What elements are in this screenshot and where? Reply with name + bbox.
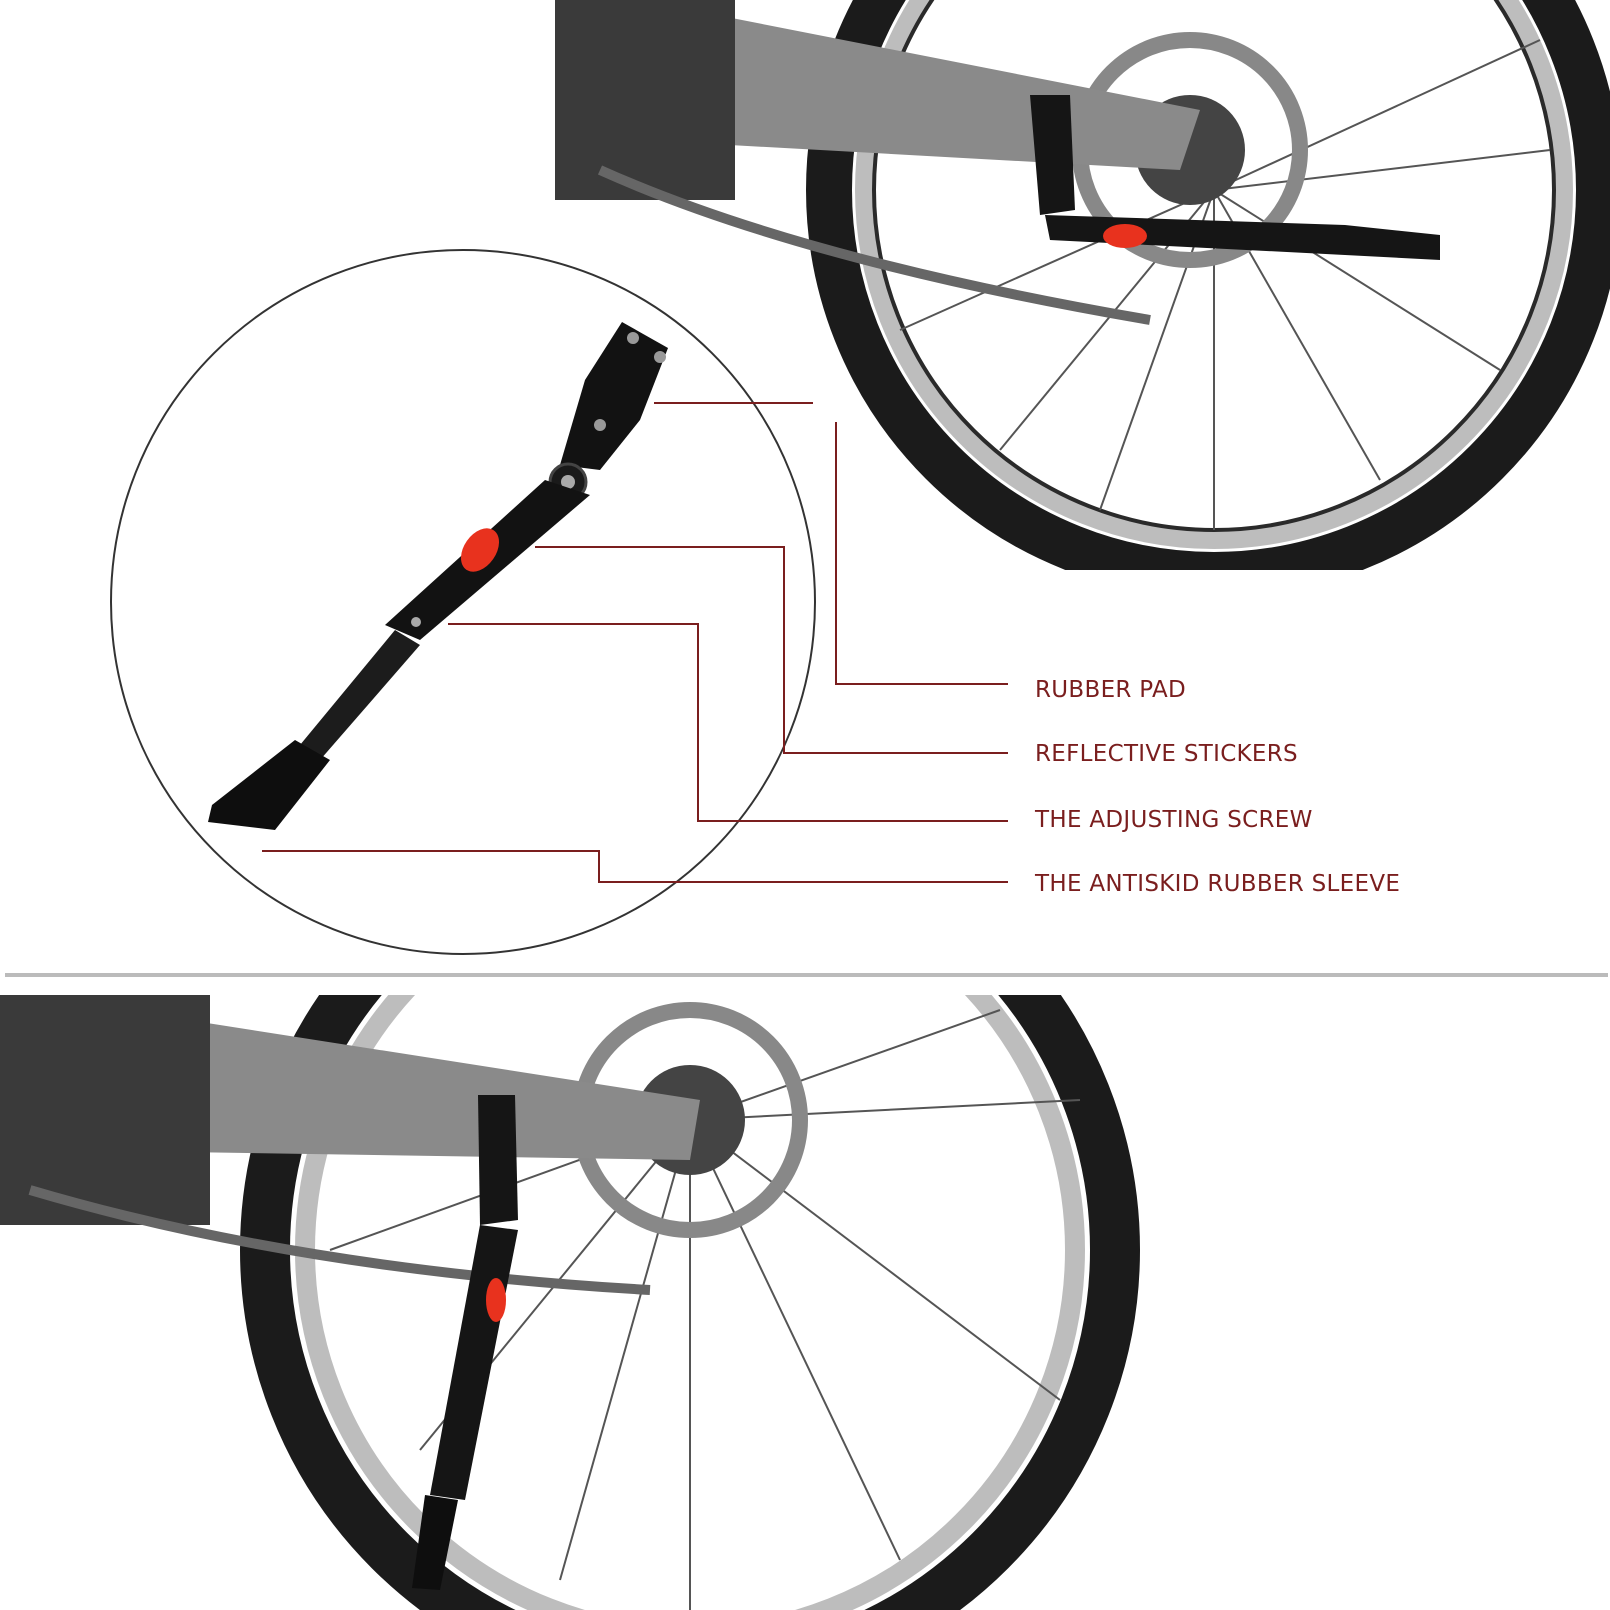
callout-lines [262, 402, 1008, 883]
bike-photo-bottom [0, 995, 1170, 1610]
callout-rubber-pad: RUBBER PAD [1035, 677, 1187, 703]
callout-adjusting-screw: THE ADJUSTING SCREW [1035, 807, 1313, 833]
detail-circle [110, 249, 816, 955]
bike-photo-top [555, 0, 1610, 570]
callout-reflective-stickers: REFLECTIVE STICKERS [1035, 741, 1298, 767]
kickstand-detail [208, 322, 668, 830]
callout-antiskid-rubber-sleeve: THE ANTISKID RUBBER SLEEVE [1035, 871, 1401, 897]
